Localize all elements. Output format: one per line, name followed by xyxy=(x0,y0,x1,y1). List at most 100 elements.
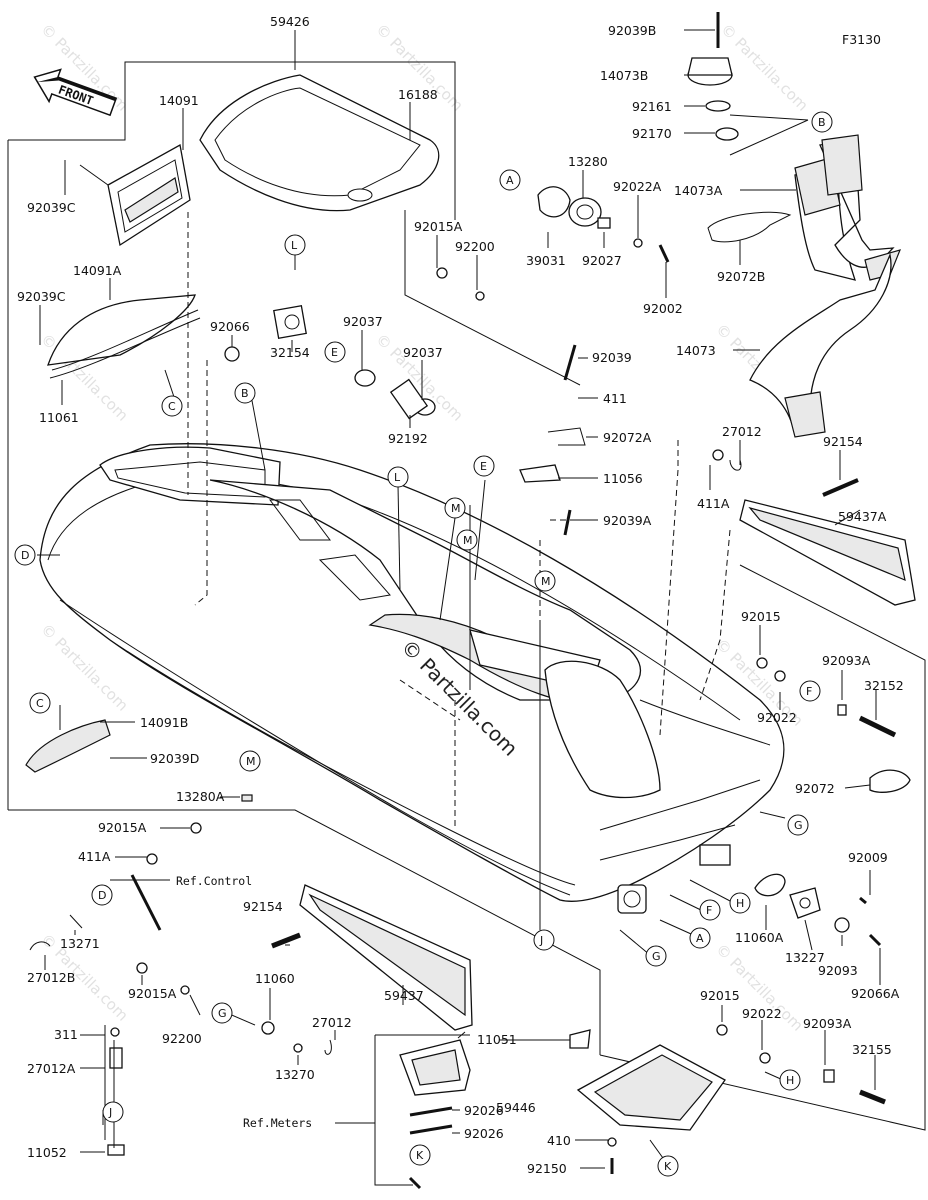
part-27012 xyxy=(324,1039,332,1055)
part-13270 xyxy=(293,1043,303,1053)
part-label: 32155 xyxy=(852,1042,892,1057)
part-label: 92022 xyxy=(757,710,797,725)
part-92093A xyxy=(823,1069,835,1083)
part-label: 411A xyxy=(697,496,730,511)
svg-text:L: L xyxy=(394,471,401,484)
part-label: 13270 xyxy=(275,1067,315,1082)
part-label: 14091 xyxy=(159,93,199,108)
part-label: 13271 xyxy=(60,936,100,951)
callout-F: F xyxy=(699,899,721,921)
callout-A: A xyxy=(689,927,711,949)
part-11060 xyxy=(261,1021,275,1035)
part-label: 16188 xyxy=(398,87,438,102)
figure-code: F3130 xyxy=(842,32,881,47)
svg-text:J: J xyxy=(539,934,543,947)
svg-text:M: M xyxy=(463,534,473,547)
callout-B: B xyxy=(811,111,833,133)
part-14091B xyxy=(25,719,111,773)
part-92015A xyxy=(190,822,202,834)
part-27012 xyxy=(729,459,742,471)
callout-circles: A A B B C C D D E E F F G G G H H J J K … xyxy=(14,111,833,1177)
part-label: 92022 xyxy=(742,1006,782,1021)
part-label: 39031 xyxy=(526,253,566,268)
part-label: 311 xyxy=(54,1027,78,1042)
part-27012B xyxy=(29,941,51,951)
callout-G: G xyxy=(787,814,809,836)
callout-M: M xyxy=(239,750,261,772)
part-92200 xyxy=(180,985,190,995)
part-14073-hose xyxy=(749,252,892,438)
part-label: 92154 xyxy=(243,899,283,914)
part-label: 92072B xyxy=(717,269,765,284)
svg-text:B: B xyxy=(818,116,826,129)
part-92072B xyxy=(707,211,792,243)
svg-text:D: D xyxy=(98,889,106,902)
part-label: 11060A xyxy=(735,930,784,945)
callout-M: M xyxy=(456,529,478,551)
callout-G: G xyxy=(211,1002,233,1024)
svg-text:B: B xyxy=(241,387,249,400)
part-label: 27012 xyxy=(722,424,762,439)
part-label: 92039 xyxy=(592,350,632,365)
svg-text:K: K xyxy=(664,1160,672,1173)
callout-L: L xyxy=(284,234,306,256)
svg-text:E: E xyxy=(331,346,338,359)
part-13280A xyxy=(241,794,253,802)
part-14091A-hatch xyxy=(47,294,201,379)
part-label: 411A xyxy=(78,849,111,864)
part-410 xyxy=(607,1137,617,1147)
ref-meters-label: Ref.Meters xyxy=(243,1116,312,1130)
watermark: © Partzilla.com xyxy=(717,20,812,115)
part-59437A xyxy=(739,499,916,606)
part-label: 92039C xyxy=(27,200,76,215)
part-label: 92002 xyxy=(643,301,683,316)
callout-C: C xyxy=(161,395,183,417)
part-label: 59446 xyxy=(496,1100,536,1115)
part-label: 92026 xyxy=(464,1126,504,1141)
part-label: 27012B xyxy=(27,970,75,985)
part-92015A xyxy=(436,267,448,279)
part-92027 xyxy=(597,217,611,229)
part-92093 xyxy=(834,917,850,933)
part-label: 14073B xyxy=(600,68,648,83)
part-11052 xyxy=(107,1144,125,1156)
svg-text:F: F xyxy=(806,685,812,698)
callout-K: K xyxy=(409,1144,431,1166)
callout-E: E xyxy=(473,455,495,477)
callout-L: L xyxy=(387,466,409,488)
svg-text:G: G xyxy=(794,819,803,832)
part-14073A-hose xyxy=(794,134,902,281)
part-label: 92093A xyxy=(803,1016,852,1031)
svg-text:E: E xyxy=(480,460,487,473)
part-label: 411 xyxy=(603,391,627,406)
part-411A xyxy=(146,853,158,865)
part-label: 27012A xyxy=(27,1061,76,1076)
svg-text:M: M xyxy=(246,755,256,768)
callout-H: H xyxy=(779,1069,801,1091)
svg-text:D: D xyxy=(21,549,29,562)
hull xyxy=(39,443,785,914)
part-label: 14091B xyxy=(140,715,188,730)
part-label: 14091A xyxy=(73,263,122,278)
part-92093A xyxy=(837,704,847,716)
part-11060A xyxy=(754,873,786,897)
part-label: 13280 xyxy=(568,154,608,169)
callout-G: G xyxy=(645,945,667,967)
callout-J: J xyxy=(102,1101,124,1123)
callout-F: F xyxy=(799,680,821,702)
svg-text:A: A xyxy=(696,932,704,945)
callout-K: K xyxy=(657,1155,679,1177)
part-label: 92066 xyxy=(210,319,250,334)
part-92015A xyxy=(136,962,148,974)
part-label: 92192 xyxy=(388,431,428,446)
part-11051 xyxy=(569,1029,591,1049)
part-label: 59437 xyxy=(384,988,424,1003)
part-92066 xyxy=(224,346,240,362)
svg-text:G: G xyxy=(652,950,661,963)
callout-E: E xyxy=(324,341,346,363)
svg-text:F: F xyxy=(706,904,712,917)
part-label: 14073 xyxy=(676,343,716,358)
part-27012A xyxy=(109,1047,123,1069)
part-label: 92037 xyxy=(403,345,443,360)
part-label: 11060 xyxy=(255,971,295,986)
